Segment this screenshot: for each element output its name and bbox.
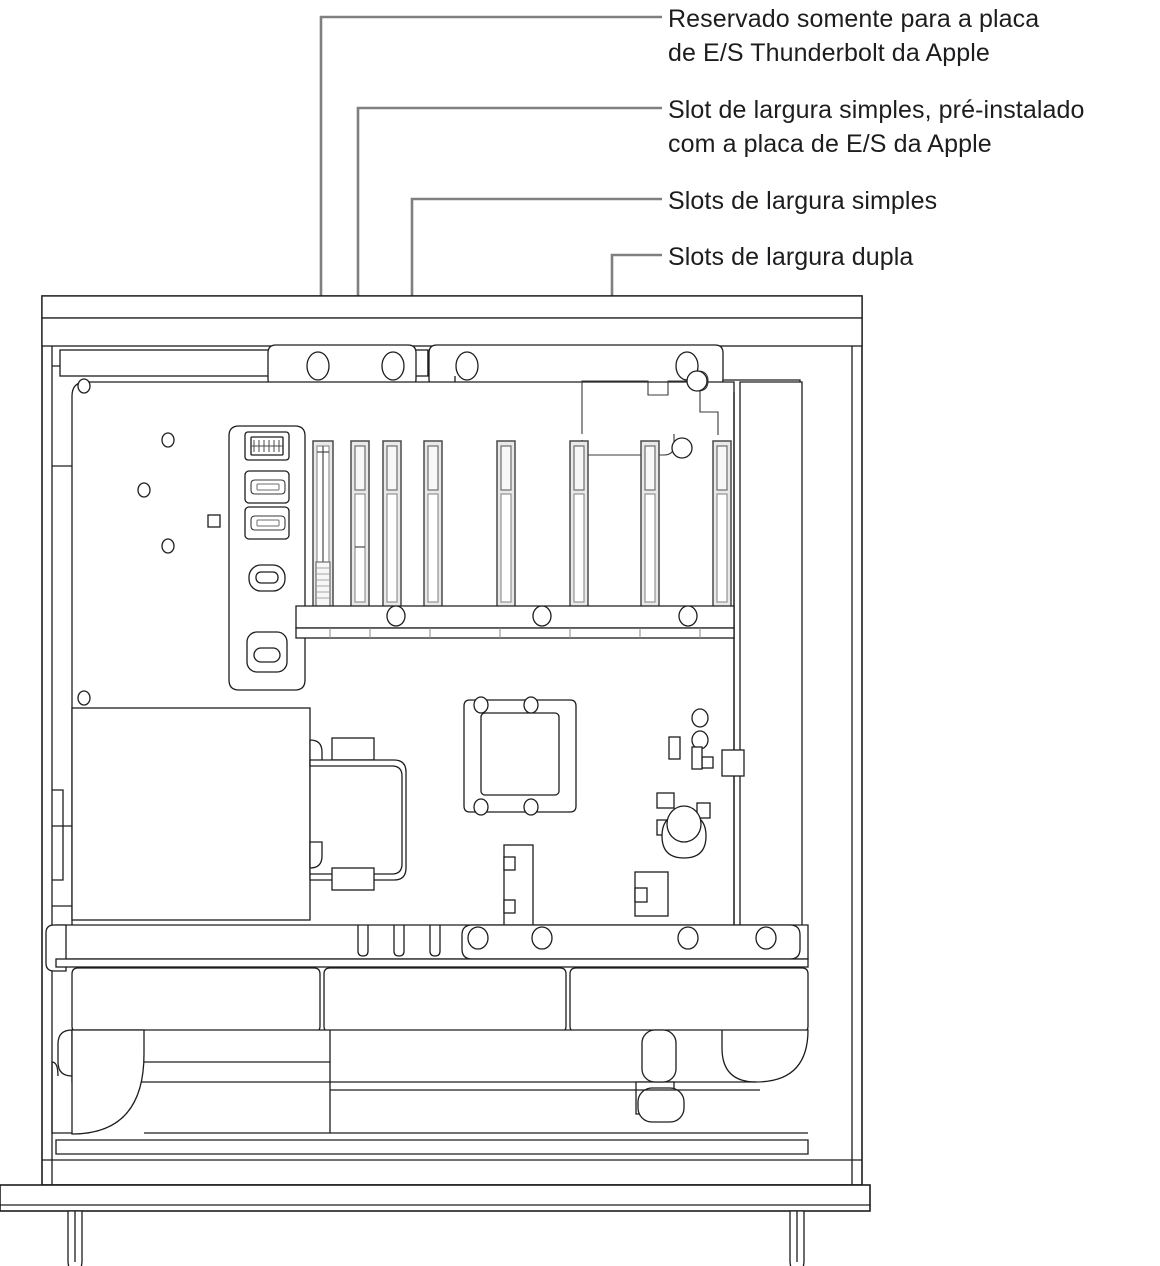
pcie-slot-8 <box>712 440 732 608</box>
top-rail-assembly <box>59 344 801 393</box>
cpu-socket <box>463 696 577 816</box>
heatsink-assembly <box>309 737 407 891</box>
callout-label-double-width-slots: Slots de largura dupla <box>668 243 914 271</box>
pcie-retention-bracket <box>581 370 719 459</box>
board-components <box>503 708 745 942</box>
audio-jack-icon <box>246 631 288 673</box>
bottom-rail <box>45 924 809 972</box>
pcie-slot-5 <box>496 440 516 608</box>
callout-label-thunderbolt-io-reserved: Reservado somente para a placa de E/S Th… <box>668 5 1040 67</box>
lower-cavity <box>42 1029 862 1161</box>
usb-c-icon <box>248 564 286 592</box>
base-plate-assembly <box>0 1184 871 1266</box>
power-supply <box>71 707 311 921</box>
pcie-slot-6 <box>569 440 589 608</box>
callout-label-single-width-preinstalled: Slot de largura simples, pré-instalado c… <box>668 96 1085 158</box>
usb-a-icon <box>244 506 290 540</box>
drive-bay-row <box>71 967 809 1033</box>
pcie-slot-row <box>295 440 735 639</box>
usb-a-icon <box>244 470 290 504</box>
io-port-panel <box>228 425 306 691</box>
pcie-slot-3 <box>382 440 402 608</box>
callout-label-single-width-slots: Slots de largura simples <box>668 187 938 215</box>
pcie-slot-1 <box>304 440 336 617</box>
pcie-slot-4 <box>423 440 443 608</box>
pcie-slot-2 <box>350 440 370 608</box>
pcie-slot-7 <box>640 440 660 608</box>
ethernet-icon <box>244 431 290 461</box>
